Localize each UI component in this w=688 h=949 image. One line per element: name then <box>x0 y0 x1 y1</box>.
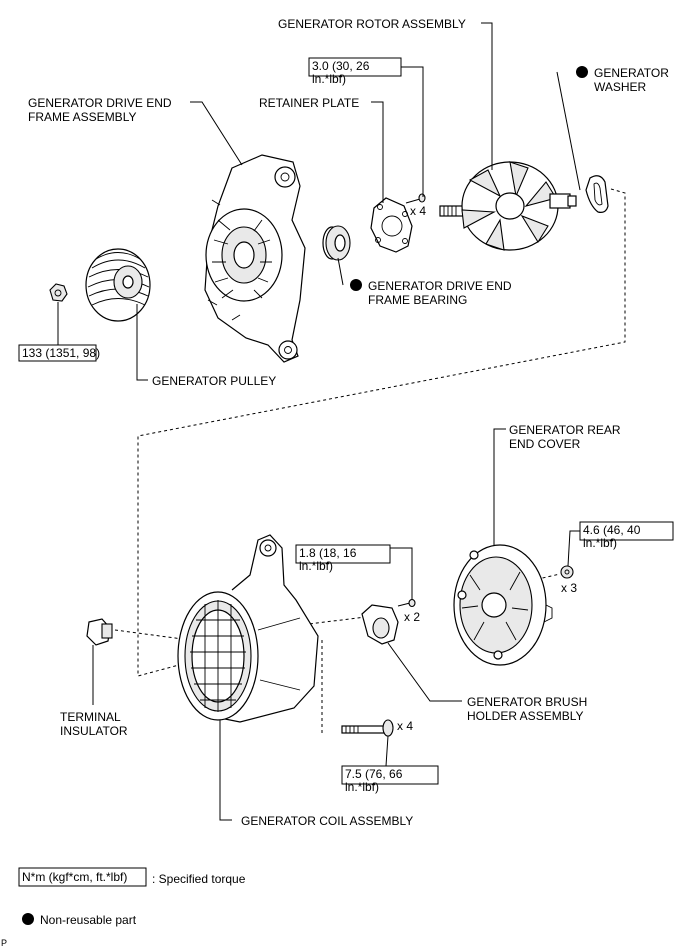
quantity-through-bolt: x 4 <box>397 719 413 733</box>
through-bolt <box>341 719 394 737</box>
generator-washer <box>585 175 609 213</box>
leader-rotor <box>481 22 493 170</box>
label-drive-end-bearing-line1: GENERATOR DRIVE END <box>368 279 512 293</box>
pulley-nut <box>49 283 68 302</box>
label-rear-end-cover-line1: GENERATOR REAR <box>509 423 621 437</box>
torque-value: 133 (1351, 98) <box>22 346 100 360</box>
torque-box-pulley-nut: 133 (1351, 98) <box>18 344 100 362</box>
label-generator-washer-line1: GENERATOR <box>594 66 669 80</box>
torque-unit: in.*lbf) <box>299 559 333 573</box>
leader-through-bolt-torque <box>376 735 389 767</box>
torque-value: 1.8 (18, 16 <box>299 546 357 560</box>
label-rear-end-cover-line2: END COVER <box>509 437 581 451</box>
torque-box-rear-cover-nut: 4.6 (46, 40 in.*lbf) <box>579 521 674 550</box>
legend-non-reusable: Non-reusable part <box>22 913 137 927</box>
legend-specified-torque: N*m (kgf*cm, ft.*lbf) : Specified torque <box>18 867 246 887</box>
quantity-retainer-plate-screw: x 4 <box>410 204 426 218</box>
leader-drive-end-frame <box>190 101 243 166</box>
leader-washer <box>556 71 581 191</box>
non-reusable-marker-washer <box>576 66 588 78</box>
generator-pulley <box>85 248 151 322</box>
torque-box-through-bolt: 7.5 (76, 66 in.*lbf) <box>341 765 439 794</box>
label-drive-end-bearing-line2: FRAME BEARING <box>368 293 467 307</box>
torque-unit: in.*lbf) <box>312 72 346 86</box>
label-terminal-insulator-line2: INSULATOR <box>60 724 128 738</box>
label-retainer-plate: RETAINER PLATE <box>259 96 359 110</box>
leader-pulley <box>136 304 148 381</box>
leader-retainer-torque <box>401 66 424 197</box>
generator-rotor-assembly <box>439 161 577 251</box>
generator-coil-assembly <box>177 534 319 723</box>
leader-brush-screw-torque <box>390 547 413 600</box>
leader-drive-end-bearing <box>337 257 344 286</box>
rear-cover-nut <box>560 565 574 579</box>
legend-torque-unit-text: : Specified torque <box>152 872 246 886</box>
label-generator-rotor-assembly: GENERATOR ROTOR ASSEMBLY <box>278 17 466 31</box>
torque-value: 7.5 (76, 66 <box>345 767 403 781</box>
label-generator-coil-assembly: GENERATOR COIL ASSEMBLY <box>241 814 413 828</box>
non-reusable-legend-icon <box>22 913 34 925</box>
generator-brush-holder-assembly <box>361 604 399 645</box>
quantity-brush-holder-screw: x 2 <box>404 610 420 624</box>
label-brush-holder-line2: HOLDER ASSEMBLY <box>467 709 583 723</box>
retainer-plate-screw <box>405 193 426 204</box>
legend-non-reusable-text: Non-reusable part <box>40 913 137 927</box>
torque-value: 3.0 (30, 26 <box>312 59 370 73</box>
leader-coil-assembly <box>219 720 232 821</box>
label-terminal-insulator-line1: TERMINAL <box>60 710 121 724</box>
torque-box-brush-holder-screw: 1.8 (18, 16 in.*lbf) <box>295 544 391 573</box>
torque-value: 4.6 (46, 40 <box>583 523 641 537</box>
generator-drive-end-frame <box>204 154 306 363</box>
label-brush-holder-line1: GENERATOR BRUSH <box>467 695 587 709</box>
torque-unit: in.*lbf) <box>583 536 617 550</box>
torque-unit: in.*lbf) <box>345 780 379 794</box>
assembly-path-line <box>137 188 626 677</box>
brush-holder-screw <box>397 598 416 608</box>
terminal-insulator <box>86 618 113 646</box>
label-drive-end-frame-line2: FRAME ASSEMBLY <box>28 110 136 124</box>
leader-rear-end-cover <box>493 428 506 545</box>
generator-rear-end-cover <box>453 544 553 666</box>
retainer-plate <box>370 197 413 253</box>
quantity-rear-cover-nut: x 3 <box>561 581 577 595</box>
corner-mark: P <box>1 938 7 948</box>
drive-end-frame-bearing <box>322 225 351 261</box>
label-generator-pulley: GENERATOR PULLEY <box>152 374 276 388</box>
leader-rear-cover-nut-torque <box>567 530 580 567</box>
non-reusable-marker-bearing <box>350 279 362 291</box>
label-generator-washer-line2: WASHER <box>594 80 647 94</box>
leader-retainer-plate <box>371 101 384 203</box>
legend-torque-unit-box: N*m (kgf*cm, ft.*lbf) <box>22 870 127 884</box>
label-drive-end-frame-line1: GENERATOR DRIVE END <box>28 96 172 110</box>
leader-brush-holder <box>387 642 462 702</box>
torque-box-retainer-plate: 3.0 (30, 26 in.*lbf) <box>308 57 402 86</box>
